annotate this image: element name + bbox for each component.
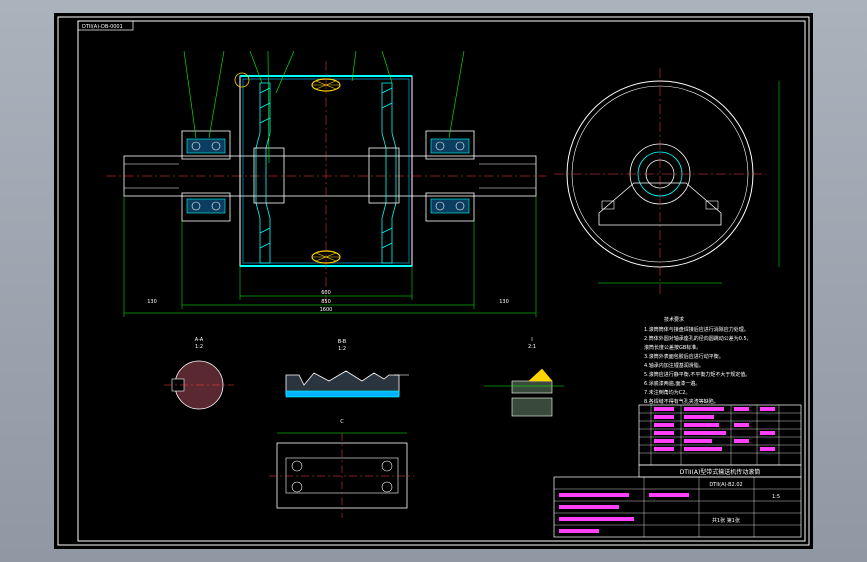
bearing-seat-view: C bbox=[269, 419, 414, 518]
section-b-scale: 1:2 bbox=[338, 346, 346, 352]
dim-overall: 1600 bbox=[320, 307, 333, 313]
tech-req-item: 8.各焊缝不得有气孔夹渣等缺陷。 bbox=[644, 398, 719, 405]
detail-i-callout bbox=[234, 72, 250, 88]
section-b-label: B-B bbox=[338, 339, 347, 345]
drawing-scale: 1:5 bbox=[772, 494, 780, 500]
tech-req-heading: 技术要求 bbox=[664, 316, 684, 323]
tech-req-item: 1.滚筒筒体与接盘焊接后应进行消除应力处理。 bbox=[644, 326, 749, 333]
shaft-outline bbox=[123, 155, 537, 197]
dim-bearing-span: 850 bbox=[321, 299, 331, 305]
tech-req-item: 2.筒体外圆对轴承座孔的径向圆跳动公差为0.5, bbox=[644, 335, 749, 342]
shaft-end-section: A-A 1:2 bbox=[164, 337, 234, 410]
tech-req-item: 4.轴承内加注锂基润滑脂。 bbox=[644, 362, 704, 369]
sheet-inner-border bbox=[77, 20, 806, 542]
corner-tag-box bbox=[77, 20, 134, 31]
tech-req-item: 5.滚筒应进行静平衡,不平衡力矩不大于规定值。 bbox=[644, 371, 750, 378]
dim-left-end: 130 bbox=[147, 299, 157, 305]
dim-drum-width: 600 bbox=[321, 290, 331, 296]
section-a-scale: 1:2 bbox=[195, 344, 203, 350]
sheet-outer-border bbox=[57, 16, 810, 546]
title-block: DTII(A)型带式输送机传动滚筒 DTII(A)-B2.02 1:5 共1张 … bbox=[553, 404, 802, 538]
detail-i-label: I bbox=[531, 337, 532, 343]
tech-req-item: 滚筒长度公差按GB标准。 bbox=[644, 344, 701, 351]
corner-tag: DTII(A)-DB-0001 bbox=[82, 24, 123, 30]
left-bearing-housing bbox=[181, 130, 231, 222]
drawing-project-title: DTII(A)型带式输送机传动滚筒 bbox=[680, 468, 761, 476]
drum-section-view: 1600 600 850 130 130 bbox=[106, 50, 546, 317]
bearing-pedestal bbox=[598, 182, 722, 226]
tech-req-item: 7.未注倒角均为C2。 bbox=[644, 389, 690, 396]
section-a-label: A-A bbox=[195, 337, 204, 343]
drawing-number: DTII(A)-B2.02 bbox=[709, 482, 742, 488]
section-c-label: C bbox=[340, 419, 344, 425]
technical-requirements: 技术要求 1.滚筒筒体与接盘焊接后应进行消除应力处理。 2.筒体外圆对轴承座孔的… bbox=[644, 316, 750, 405]
rubber-lagging-section: B-B 1:2 bbox=[285, 339, 409, 398]
tech-req-item: 3.滚筒外表面包胶后应进行动平衡。 bbox=[644, 353, 724, 360]
dim-right-end: 130 bbox=[499, 299, 509, 305]
right-bearing-housing bbox=[425, 130, 475, 222]
detail-i-scale: 2:1 bbox=[528, 344, 536, 350]
sheet-count: 共1张 第1张 bbox=[712, 517, 740, 524]
tech-req-item: 6.涂底漆两遍,面漆一遍。 bbox=[644, 380, 700, 387]
weld-detail-view: I 2:1 bbox=[484, 337, 564, 417]
drum-side-view bbox=[554, 68, 780, 295]
cad-drawing-sheet: DTII(A)-DB-0001 bbox=[57, 16, 810, 546]
drawing-viewport[interactable]: DTII(A)-DB-0001 bbox=[54, 13, 813, 549]
